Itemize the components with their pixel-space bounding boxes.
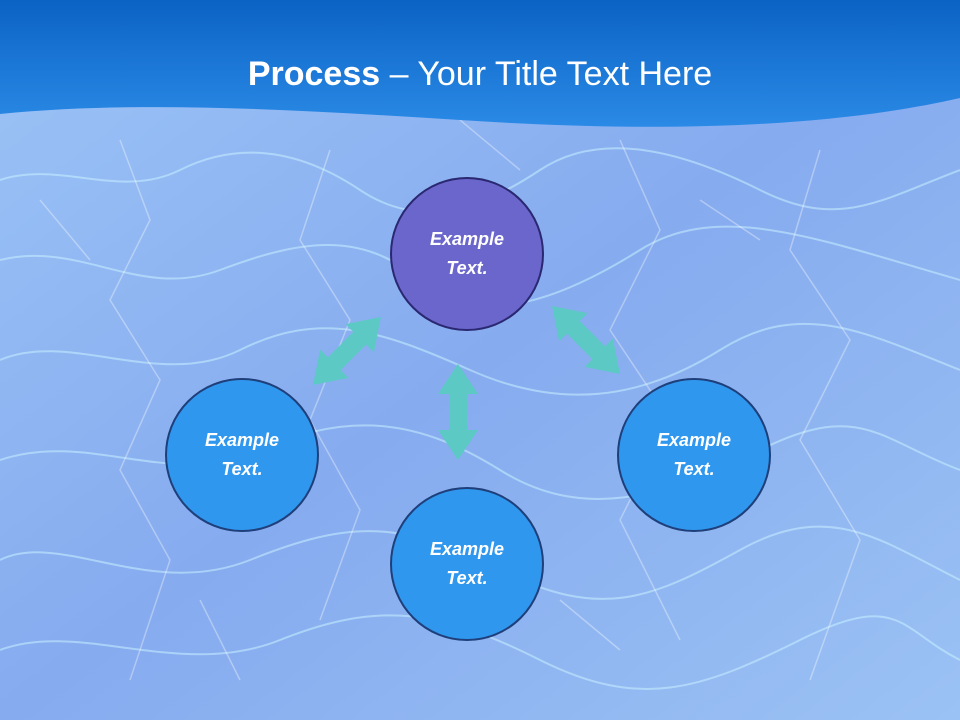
double-headed-arrow-icon: [313, 317, 381, 385]
process-node-right: Example Text.: [617, 378, 771, 532]
double-headed-arrow-icon: [552, 306, 620, 374]
node-line1: Example: [204, 430, 280, 450]
process-node-bottom: Example Text.: [390, 487, 544, 641]
process-node-top: Example Text.: [390, 177, 544, 331]
title-rest: – Your Title Text Here: [380, 55, 713, 93]
node-line2: Text.: [446, 258, 488, 278]
process-node-left: Example Text.: [165, 378, 319, 532]
header-banner: [0, 0, 960, 127]
node-line2: Text.: [673, 459, 715, 479]
page-title: Process – Your Title Text Here: [0, 52, 960, 96]
node-line2: Text.: [221, 459, 263, 479]
node-line1: Example: [656, 430, 732, 450]
double-headed-arrow-icon: [438, 364, 478, 460]
node-line2: Text.: [446, 568, 488, 588]
title-bold: Process: [247, 55, 381, 93]
node-line1: Example: [429, 539, 505, 559]
node-line1: Example: [429, 229, 505, 249]
